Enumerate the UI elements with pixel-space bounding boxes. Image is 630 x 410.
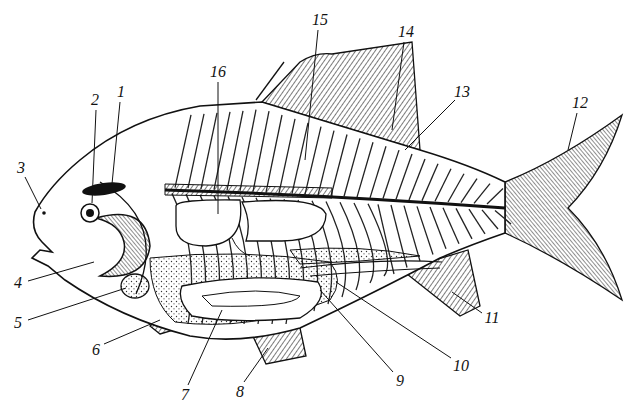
leader-line — [92, 110, 96, 203]
neural-spine — [396, 154, 412, 199]
leader-line — [336, 282, 451, 358]
callout-number: 15 — [311, 12, 329, 28]
callout-number: 10 — [452, 358, 470, 374]
leader-line — [104, 320, 160, 344]
neural-spine — [461, 179, 477, 203]
swim-bladder-rear — [242, 201, 326, 242]
neural-spine — [383, 150, 399, 198]
leader-line — [320, 290, 393, 372]
caudal-fin — [505, 115, 622, 300]
callout-number: 14 — [397, 24, 415, 40]
rib — [368, 204, 388, 276]
leader-line — [244, 348, 268, 382]
leader-line — [188, 310, 222, 385]
neural-spine — [344, 138, 360, 196]
leader-line — [28, 288, 126, 320]
neural-spine — [474, 184, 490, 204]
callout-number: 8 — [235, 384, 245, 400]
gills — [96, 215, 150, 277]
nostril — [42, 211, 46, 215]
brain — [81, 180, 126, 198]
haemal-spine — [378, 204, 394, 274]
leader-line — [405, 100, 455, 150]
neural-spine — [266, 115, 282, 192]
callout-number: 1 — [116, 84, 126, 100]
skeleton — [172, 110, 511, 324]
neural-spine — [357, 142, 373, 197]
liver — [150, 254, 338, 325]
neural-spine — [370, 146, 386, 198]
rib — [340, 202, 360, 290]
intestine-loop — [202, 291, 300, 306]
callout-number: 11 — [484, 310, 501, 326]
neural-spine — [487, 189, 503, 205]
dorsal-spine — [256, 62, 284, 100]
pupil — [86, 209, 94, 217]
neural-spine — [253, 111, 269, 192]
callout-number: 16 — [209, 64, 227, 80]
neural-spine — [279, 119, 295, 193]
leader-line — [568, 113, 577, 150]
haemal-spine — [430, 207, 446, 249]
callout-number: 12 — [571, 95, 589, 111]
neural-spine — [227, 111, 243, 191]
neural-spine — [318, 131, 334, 196]
neural-spine — [201, 113, 217, 189]
neural-spine — [409, 159, 425, 200]
leader-line — [28, 262, 94, 281]
haemal-spine — [469, 209, 485, 234]
callout-number: 5 — [13, 315, 23, 331]
leader-line — [218, 82, 219, 214]
neural-spine — [175, 115, 191, 188]
haemal-spine — [495, 210, 511, 224]
neural-spine — [188, 114, 204, 188]
neural-spine — [422, 164, 438, 201]
callout-number: 9 — [395, 373, 405, 389]
haemal-spine — [482, 210, 498, 229]
swim-bladder-front — [176, 200, 241, 246]
leader-line — [305, 30, 318, 160]
intestine — [180, 278, 321, 321]
eye — [81, 204, 99, 222]
callout-number: 6 — [91, 342, 101, 358]
leader-line — [452, 292, 482, 313]
neural-spine — [240, 110, 256, 191]
neural-spine — [331, 135, 347, 196]
leader-line — [392, 42, 404, 130]
gonad — [290, 248, 420, 264]
haemal-spine — [443, 208, 459, 244]
neural-spine — [214, 112, 230, 190]
callout-number: 4 — [13, 275, 23, 291]
haemal-spine — [456, 208, 472, 238]
leader-lines — [25, 30, 577, 385]
callout-number: 3 — [16, 160, 26, 176]
neural-spine — [448, 174, 464, 202]
body-outline — [32, 102, 505, 339]
callout-number: 13 — [453, 84, 471, 100]
bladder-duct — [232, 238, 250, 256]
leader-line — [112, 102, 120, 184]
callout-number: 7 — [180, 387, 190, 403]
heart — [121, 274, 149, 298]
neural-spine — [435, 169, 451, 202]
haemal-spine — [404, 206, 420, 261]
haemal-spine — [417, 206, 433, 254]
callout-number: 2 — [90, 92, 100, 108]
leader-line — [25, 177, 41, 209]
